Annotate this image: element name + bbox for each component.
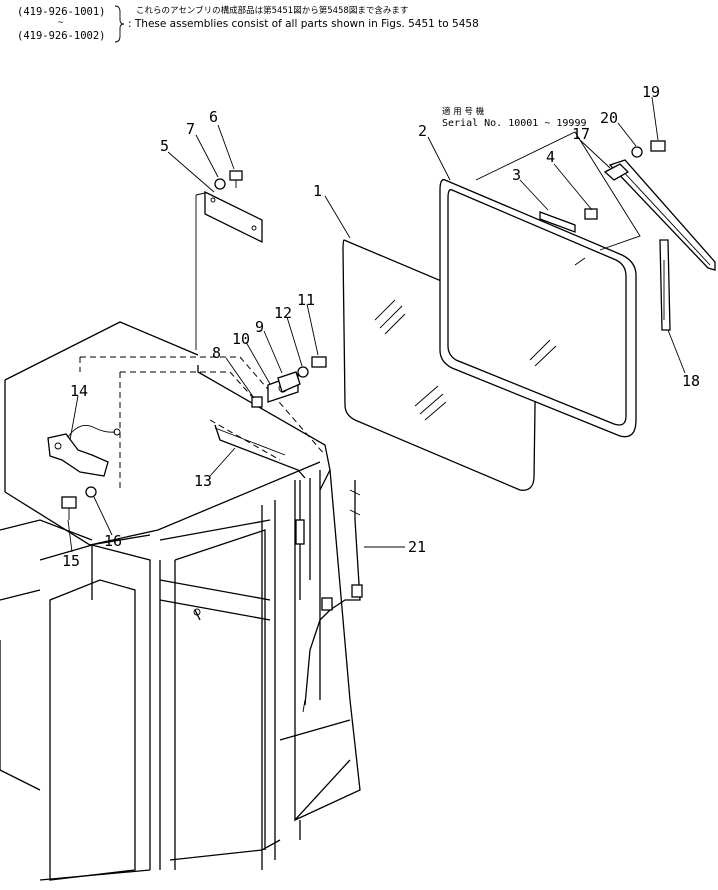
callout-12: 12 — [274, 304, 292, 322]
part-number-2: (419-926-1002) — [17, 30, 106, 42]
callout-17: 17 — [572, 125, 590, 143]
part-2-frame — [439, 179, 637, 438]
serial-range-leader — [475, 131, 641, 251]
part-17-wiper-arm — [603, 159, 716, 271]
serial-range-note: 適 用 号 機 Serial No. 10001 ~ 19999 — [442, 106, 587, 129]
callout-19: 19 — [642, 83, 660, 101]
cab-structure — [0, 321, 361, 881]
part-5-plate — [195, 190, 263, 350]
serial-label-jp: 適 用 号 機 — [442, 106, 485, 117]
callout-7: 7 — [186, 120, 195, 138]
callout-20: 20 — [600, 109, 618, 127]
callout-9: 9 — [255, 318, 264, 336]
part-number-1: (419-926-1001) — [17, 6, 106, 18]
part-6-7-bolt-washer — [214, 170, 243, 190]
leader-lines — [67, 96, 686, 553]
callout-11: 11 — [297, 291, 315, 309]
callout-5: 5 — [160, 137, 169, 155]
callout-4: 4 — [546, 148, 555, 166]
part-14-wiper-motor — [47, 425, 121, 477]
part-19-20-bolt-washer — [631, 140, 666, 158]
callout-3: 3 — [512, 166, 521, 184]
callout-2: 2 — [418, 122, 427, 140]
range-mark: ~ — [58, 18, 64, 28]
callout-18: 18 — [682, 372, 700, 390]
part-13-rod — [214, 424, 306, 479]
part-15-16-bolt-washer — [61, 486, 97, 520]
callout-13: 13 — [194, 472, 212, 490]
callout-1: 1 — [313, 182, 322, 200]
part-21-linkage-rod — [302, 480, 363, 713]
note-english: : These assemblies consist of all parts … — [128, 18, 479, 30]
callout-16: 16 — [104, 532, 122, 550]
part-8-12-mount-set — [251, 356, 327, 408]
callout-15: 15 — [62, 552, 80, 570]
callout-10: 10 — [232, 330, 250, 348]
callout-14: 14 — [70, 382, 88, 400]
callout-labels: 1 2 3 4 5 6 7 8 9 10 11 12 13 14 15 16 1… — [62, 83, 700, 570]
callout-21: 21 — [408, 538, 426, 556]
callout-8: 8 — [212, 344, 221, 362]
serial-label-en: Serial No. 10001 ~ 19999 — [442, 118, 587, 129]
brace-icon — [114, 5, 125, 43]
header: (419-926-1001) ~ (419-926-1002) これらのアセンブ… — [0, 0, 718, 50]
note-japanese: これらのアセンブリの構成部品は第5451図から第5458図まで含みます — [136, 6, 409, 16]
part-18-wiper-blade — [659, 239, 671, 331]
callout-6: 6 — [209, 108, 218, 126]
